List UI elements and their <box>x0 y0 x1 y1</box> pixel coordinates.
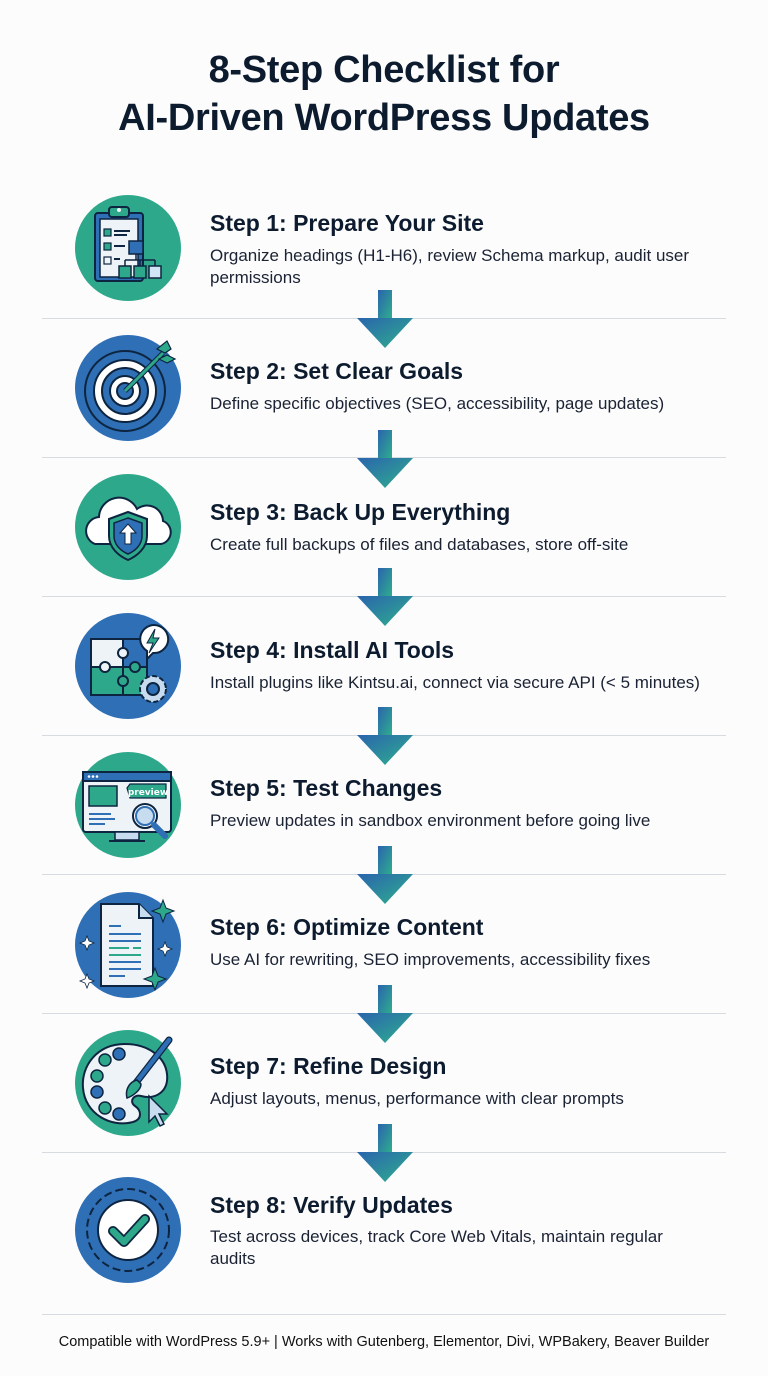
cloud-shield-icon <box>75 474 181 580</box>
down-arrow-icon <box>357 430 413 488</box>
step-description: Define specific objectives (SEO, accessi… <box>210 394 665 413</box>
step-title: Step 8: Verify Updates <box>210 1192 453 1218</box>
svg-text:preview: preview <box>128 788 168 798</box>
step-title: Step 1: Prepare Your Site <box>210 210 484 236</box>
step-title: Step 7: Refine Design <box>210 1053 447 1079</box>
title-line-2: AI-Driven WordPress Updates <box>118 97 650 139</box>
puzzle-gear-icon <box>75 613 181 719</box>
step-title: Step 2: Set Clear Goals <box>210 358 464 384</box>
palette-brush-icon <box>75 1030 181 1136</box>
title-line-1: 8-Step Checklist for <box>208 49 560 91</box>
step-description: Organize headings (H1-H6), review Schema… <box>210 246 690 287</box>
step-title: Step 6: Optimize Content <box>210 914 484 940</box>
step-title: Step 5: Test Changes <box>210 775 443 801</box>
step-title: Step 3: Back Up Everything <box>210 499 511 525</box>
step-description: Use AI for rewriting, SEO improvements, … <box>210 950 651 969</box>
down-arrow-icon <box>357 568 413 626</box>
monitor-preview-icon: preview <box>75 752 181 858</box>
footer-compatibility-text: Compatible with WordPress 5.9+ | Works w… <box>58 1334 710 1350</box>
footer-divider <box>42 1314 726 1315</box>
step-title: Step 4: Install AI Tools <box>210 637 455 663</box>
down-arrow-icon <box>357 846 413 904</box>
clipboard-checklist-icon <box>75 195 181 301</box>
document-sparkle-icon <box>75 892 181 998</box>
verified-badge-icon <box>75 1177 181 1283</box>
down-arrow-icon <box>357 290 413 348</box>
step-description: Preview updates in sandbox environment b… <box>210 811 651 830</box>
target-arrow-icon <box>75 335 181 441</box>
step-description: Install plugins like Kintsu.ai, connect … <box>210 673 700 692</box>
down-arrow-icon <box>357 985 413 1043</box>
step-description: Test across devices, track Core Web Vita… <box>210 1227 663 1268</box>
step-description: Create full backups of files and databas… <box>210 535 629 554</box>
step-description: Adjust layouts, menus, performance with … <box>210 1089 624 1108</box>
down-arrow-icon <box>357 707 413 765</box>
down-arrow-icon <box>357 1124 413 1182</box>
page-title: 8-Step Checklist for AI-Driven WordPress… <box>0 46 768 142</box>
